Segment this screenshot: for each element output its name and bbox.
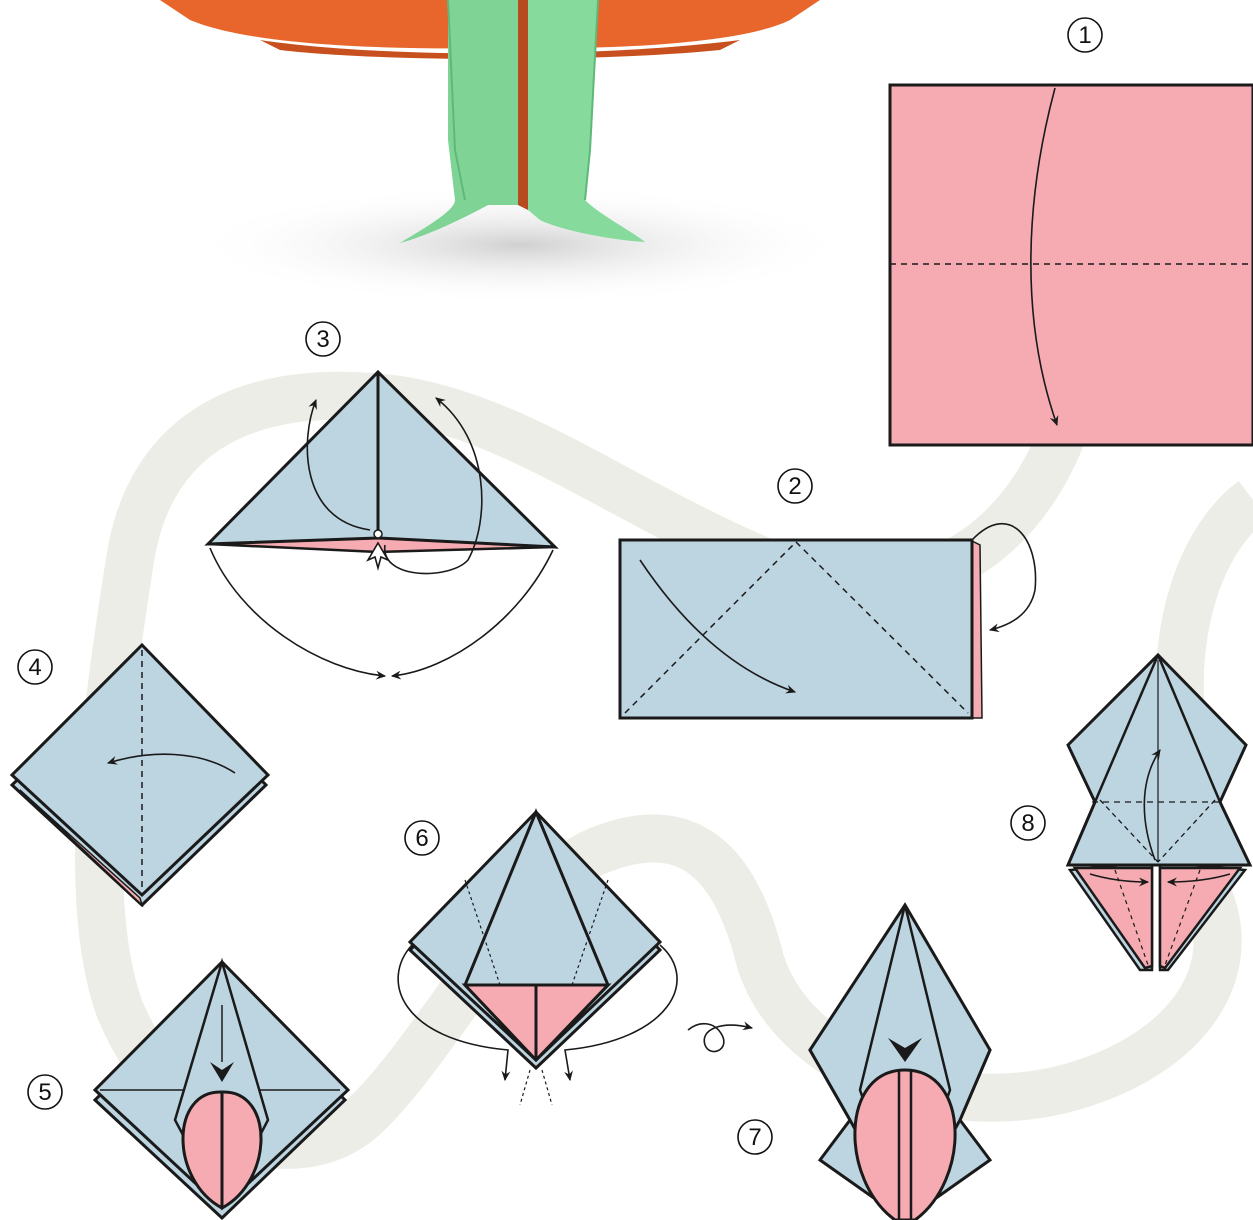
svg-text:5: 5 xyxy=(38,1079,51,1106)
svg-text:3: 3 xyxy=(316,326,329,353)
step-1: 1 xyxy=(890,18,1253,445)
finished-model-photo xyxy=(160,0,850,305)
step-4: 4 xyxy=(12,645,268,905)
step-5: 5 xyxy=(28,962,348,1218)
svg-text:6: 6 xyxy=(415,825,428,852)
svg-text:1: 1 xyxy=(1078,22,1091,49)
svg-text:4: 4 xyxy=(28,654,41,681)
step-2-number: 2 xyxy=(778,469,812,503)
step-3-number: 3 xyxy=(306,322,340,356)
svg-text:8: 8 xyxy=(1021,810,1034,837)
step-5-number: 5 xyxy=(28,1075,62,1109)
svg-text:7: 7 xyxy=(748,1124,761,1151)
svg-text:2: 2 xyxy=(788,473,801,500)
step-8-number: 8 xyxy=(1011,806,1045,840)
step-4-number: 4 xyxy=(18,650,52,684)
step-1-number: 1 xyxy=(1068,18,1102,52)
step-7-number: 7 xyxy=(738,1120,772,1154)
step-3: 3 xyxy=(208,322,555,676)
step-6-number: 6 xyxy=(405,821,439,855)
turn-over-icon xyxy=(688,1024,752,1052)
